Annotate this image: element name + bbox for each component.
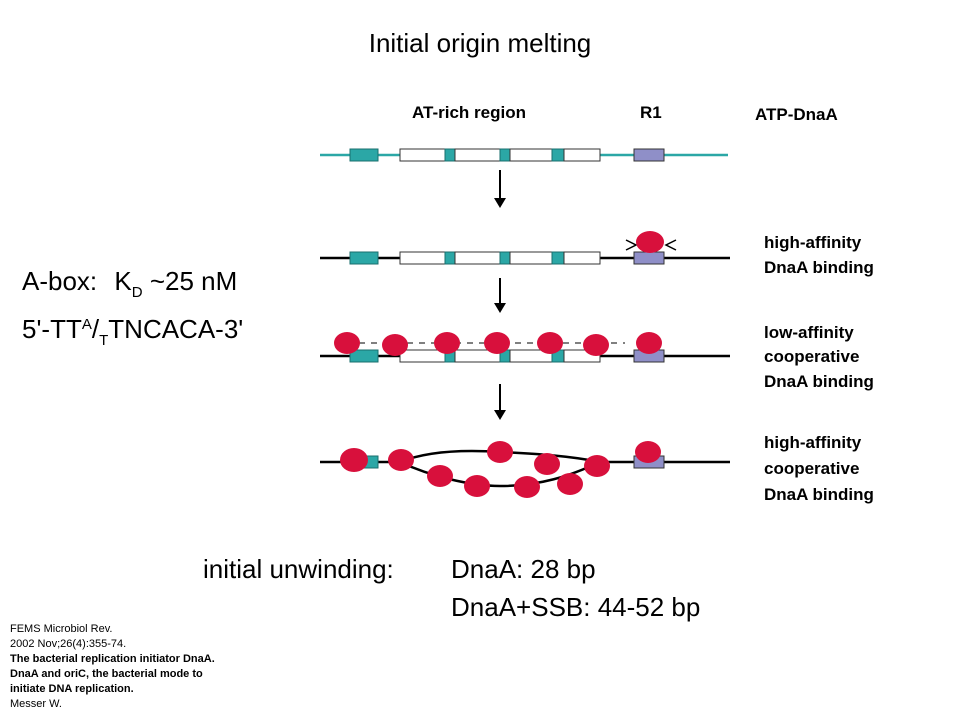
unwinding-label: initial unwinding: xyxy=(203,554,394,584)
reference-author: Messer W. xyxy=(10,698,62,710)
dnaa-protein-icon xyxy=(427,465,453,487)
slide-title: Initial origin melting xyxy=(368,28,592,58)
a-box-kd-label: A-box: KD ~25 nM xyxy=(22,266,238,301)
sequence-prefix: 5'-TT xyxy=(22,314,82,344)
dnaa-protein-icon xyxy=(537,332,563,354)
step3-label-line2: cooperative xyxy=(764,347,859,366)
dnaa-protein-icon xyxy=(464,475,490,497)
kd-subscript: D xyxy=(131,284,143,301)
origin-state-free xyxy=(320,148,728,162)
step4-label-line1: high-affinity xyxy=(764,433,862,452)
kd-symbol: K xyxy=(114,266,132,296)
reference-citation: FEMS Microbiol Rev. 2002 Nov;26(4):355-7… xyxy=(10,622,215,712)
origin-melting-diagram: AT-rich region R1 ATP-DnaA high-affinity… xyxy=(320,103,874,504)
dnaa-protein-icon xyxy=(583,334,609,356)
reference-date: 2002 Nov;26(4):355-74. xyxy=(10,638,127,650)
header-at-rich-region: AT-rich region xyxy=(412,103,526,122)
dnaa-protein-icon xyxy=(434,332,460,354)
unwinding-dnaa-ssb: DnaA+SSB: 44-52 bp xyxy=(451,592,701,622)
step4-label-line3: DnaA binding xyxy=(764,485,874,504)
dnaa-protein-icon xyxy=(534,453,560,475)
dnaa-protein-icon xyxy=(514,476,540,498)
kd-value: ~25 nM xyxy=(149,266,238,296)
a-box-consensus-sequence: 5'-TTA/TTNCACA-3' xyxy=(22,314,244,349)
origin-state-low-affinity xyxy=(320,332,730,363)
reference-journal: FEMS Microbiol Rev. xyxy=(10,623,113,635)
dnaa-protein-icon xyxy=(487,441,513,463)
header-atp-dnaa: ATP-DnaA xyxy=(755,105,838,124)
step2-label-line2: DnaA binding xyxy=(764,258,874,277)
dnaa-protein-icon xyxy=(636,332,662,354)
reference-title-line2: DnaA and oriC, the bacterial mode to xyxy=(10,668,203,680)
unwinding-line-1: initial unwinding: DnaA: 28 bp xyxy=(203,554,596,585)
a-box-label: A-box: xyxy=(22,266,98,296)
step2-label-line1: high-affinity xyxy=(764,233,862,252)
dnaa-protein-icon xyxy=(484,332,510,354)
sequence-slash: / xyxy=(91,314,100,344)
reference-title-line1: The bacterial replication initiator DnaA… xyxy=(10,653,215,665)
sequence-suffix: TNCACA-3' xyxy=(108,314,244,344)
origin-state-high-affinity xyxy=(320,231,730,265)
sequence-subscript: T xyxy=(99,332,109,349)
dnaa-protein-icon xyxy=(382,334,408,356)
dnaa-protein-icon xyxy=(340,448,368,472)
reference-title-line3: initiate DNA replication. xyxy=(10,683,134,695)
unwinding-dnaa: DnaA: 28 bp xyxy=(451,554,596,584)
dnaa-protein-icon xyxy=(584,455,610,477)
dnaa-protein-icon xyxy=(334,332,360,354)
step4-label-line2: cooperative xyxy=(764,459,859,478)
step3-label-line3: DnaA binding xyxy=(764,372,874,391)
sequence-superscript: A xyxy=(81,316,92,333)
header-r1: R1 xyxy=(640,103,662,122)
dnaa-protein-icon xyxy=(557,473,583,495)
arrow-down-icon xyxy=(494,170,506,208)
dnaa-protein-icon xyxy=(636,231,664,253)
step3-label-line1: low-affinity xyxy=(764,323,854,342)
arrow-down-icon xyxy=(494,384,506,420)
dnaa-protein-icon xyxy=(635,441,661,463)
arrow-down-icon xyxy=(494,278,506,313)
dnaa-protein-icon xyxy=(388,449,414,471)
origin-state-unwound xyxy=(320,441,730,498)
